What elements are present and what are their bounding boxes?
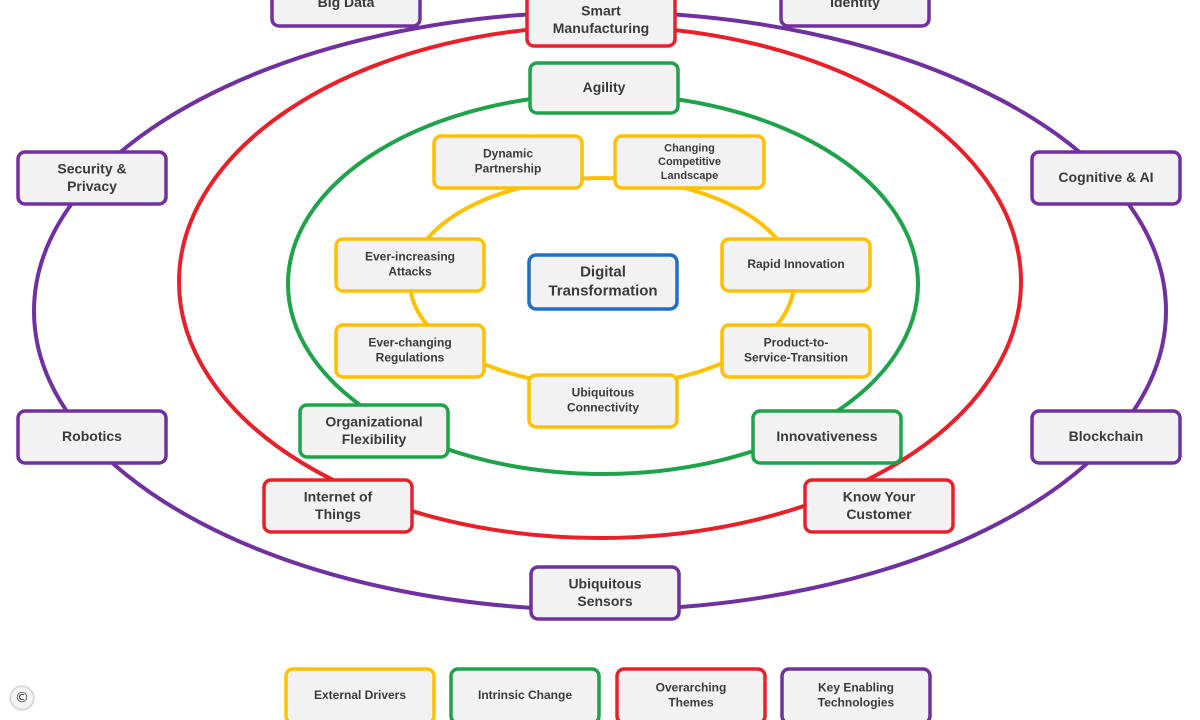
- node-ubiquitous-sensors-box: [529, 565, 681, 621]
- node-innovativeness-box: [751, 409, 903, 465]
- node-rapid-innovation-box: [720, 237, 872, 293]
- node-innovativeness-label: Innovativeness: [776, 428, 877, 444]
- node-product-to-service-transition-label: Product-to-Service-Transition: [744, 336, 848, 365]
- node-agility: Agility: [528, 61, 680, 115]
- node-security-privacy-label: Security &Privacy: [57, 160, 126, 194]
- node-rapid-innovation: Rapid Innovation: [720, 237, 872, 293]
- legend-key-enabling-technologies-box: [780, 667, 932, 720]
- legend-intrinsic-change: Intrinsic Change: [449, 667, 601, 720]
- legend-external-drivers-label: External Drivers: [314, 688, 406, 702]
- node-identity: Identity: [779, 0, 931, 28]
- node-security-privacy: Security &Privacy: [16, 150, 168, 206]
- legend-intrinsic-change-label: Intrinsic Change: [478, 688, 572, 702]
- node-big-data-label: Big Data: [318, 0, 375, 10]
- node-agility-box: [528, 61, 680, 115]
- node-smart-manufacturing-box: [525, 0, 677, 48]
- node-blockchain-box: [1030, 409, 1182, 465]
- node-robotics-box: [16, 409, 168, 465]
- node-changing-competitive-landscape-box: [613, 134, 766, 190]
- node-identity-box: [779, 0, 931, 28]
- node-ever-changing-regulations-box: [334, 323, 486, 379]
- node-robotics: Robotics: [16, 409, 168, 465]
- node-dynamic-partnership-box: [432, 134, 584, 190]
- legend: External Drivers Intrinsic Change Overarch…: [284, 667, 932, 720]
- node-robotics-label: Robotics: [62, 428, 122, 444]
- node-ever-increasing-attacks-box: [334, 237, 486, 293]
- node-big-data-box: [270, 0, 422, 28]
- node-internet-of-things-box: [262, 478, 414, 534]
- node-blockchain-label: Blockchain: [1069, 428, 1144, 444]
- node-digital-transformation-box: [527, 253, 679, 311]
- node-cognitive-ai-box: [1030, 150, 1182, 206]
- node-product-to-service-transition: Product-to-Service-Transition: [720, 323, 872, 379]
- node-cognitive-ai: Cognitive & AI: [1030, 150, 1182, 206]
- node-organizational-flexibility-box: [298, 403, 450, 459]
- node-product-to-service-transition-box: [720, 323, 872, 379]
- legend-overarching-themes-box: [615, 667, 767, 720]
- node-innovativeness: Innovativeness: [751, 409, 903, 465]
- node-cognitive-ai-label: Cognitive & AI: [1058, 169, 1153, 185]
- legend-intrinsic-change-box: [449, 667, 601, 720]
- node-blockchain: Blockchain: [1030, 409, 1182, 465]
- node-rapid-innovation-label: Rapid Innovation: [747, 257, 844, 271]
- node-identity-label: Identity: [830, 0, 880, 10]
- legend-external-drivers: External Drivers: [284, 667, 436, 720]
- node-big-data: Big Data: [270, 0, 422, 28]
- legend-external-drivers-box: [284, 667, 436, 720]
- node-agility-label: Agility: [583, 79, 626, 95]
- node-security-privacy-box: [16, 150, 168, 206]
- node-know-your-customer-box: [803, 478, 955, 534]
- copyright-icon: ©: [10, 686, 34, 710]
- node-ubiquitous-connectivity-box: [527, 373, 679, 429]
